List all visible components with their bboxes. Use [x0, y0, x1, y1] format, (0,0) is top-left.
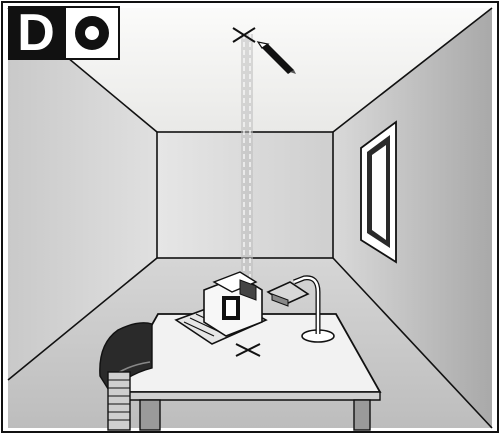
step-badge-d: D: [8, 6, 64, 60]
window: [361, 122, 396, 262]
o-circle-icon: [75, 16, 109, 50]
step-label-d: D: [17, 7, 55, 59]
step-badge-o: [64, 6, 120, 60]
